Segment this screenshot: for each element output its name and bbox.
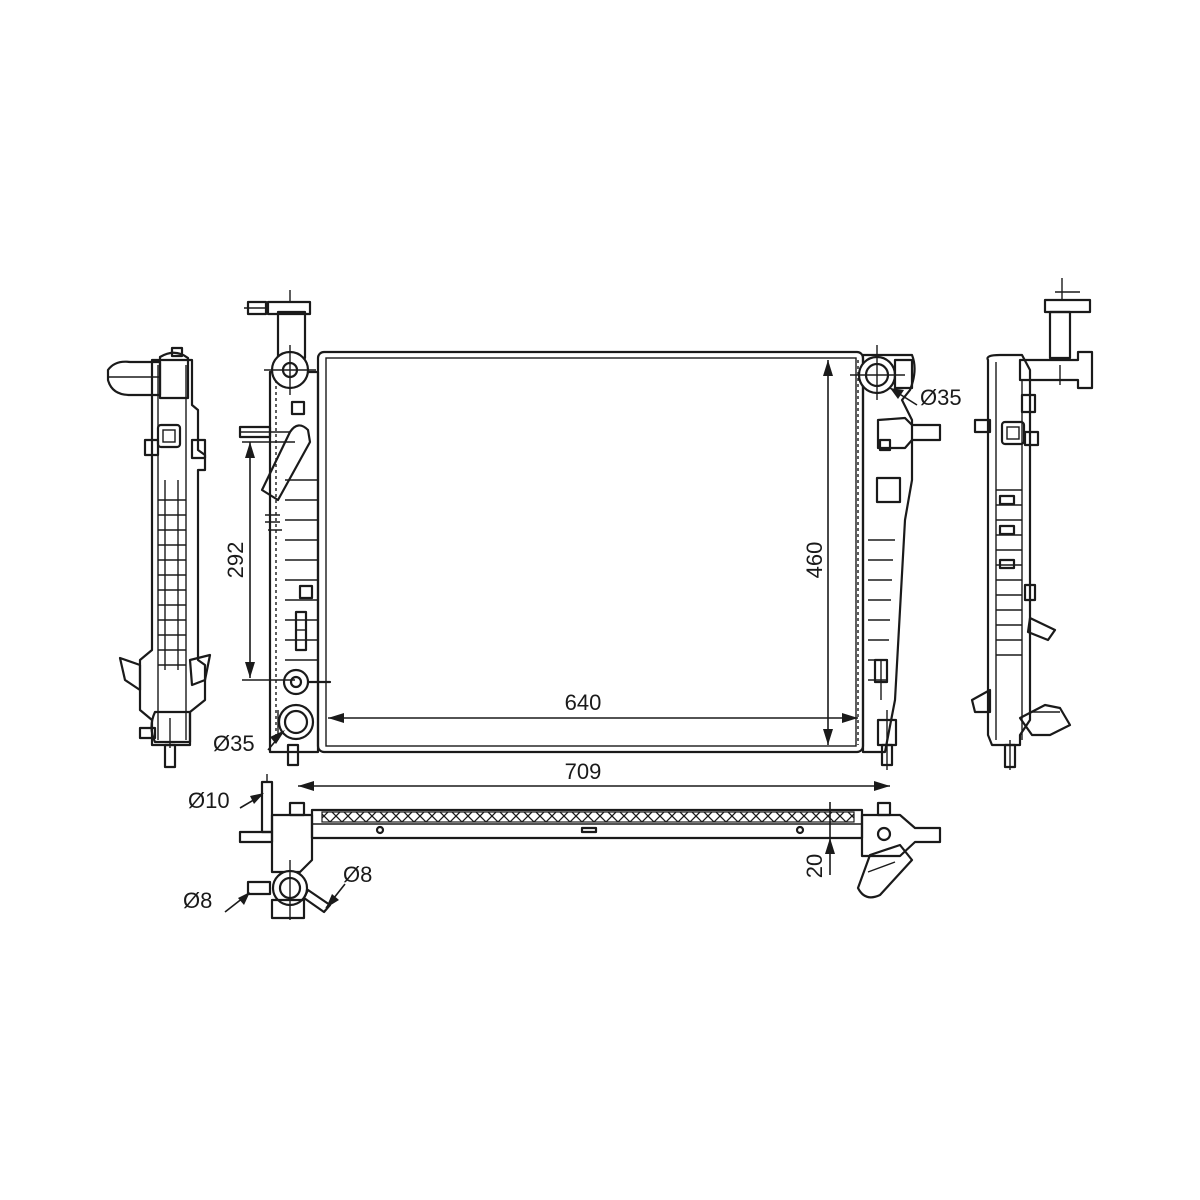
right-side-tank-view [970,278,1094,770]
dim-bracket-spacing: 292 [223,542,248,579]
dia-trans-line-left: Ø8 [183,888,212,913]
callout-right-trans-line: Ø8 [325,862,372,909]
dimension-460: 460 [802,360,833,745]
dimension-20: 20 [802,802,835,878]
callout-lower-left-diameter: Ø35 [213,730,285,756]
radiator-front-view: 460 640 292 Ø35 Ø35 [213,290,962,770]
dia-trans-line-right: Ø8 [343,862,372,887]
callout-upper-right-diameter: Ø35 [889,385,962,410]
dia-upper-right-port: Ø35 [920,385,962,410]
dim-overall-width: 709 [565,759,602,784]
radiator-bottom-view: 709 20 [183,759,942,920]
dia-lower-left-port: Ø35 [213,731,255,756]
dimension-709: 709 [298,759,890,791]
callout-drain-diameter: Ø10 [188,788,264,813]
dim-core-width: 640 [565,690,602,715]
dia-drain-plug: Ø10 [188,788,230,813]
dim-core-depth: 20 [802,854,827,878]
right-tank [850,345,942,770]
dimension-292: 292 [223,441,295,681]
left-tank [238,290,332,767]
left-side-tank-view [106,346,212,769]
callout-left-trans-line: Ø8 [183,888,250,913]
left-side-fins [158,480,186,670]
right-side-fins [996,489,1022,656]
dim-core-height: 460 [802,542,827,579]
dimension-640: 640 [328,690,858,723]
